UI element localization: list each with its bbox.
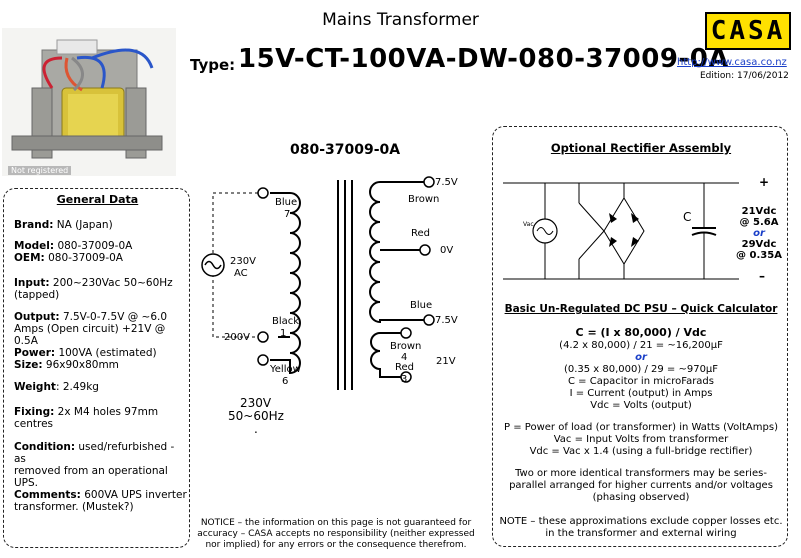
type-value: 15V-CT-100VA-DW-080-37009-0A — [238, 44, 729, 74]
bridge-rectifier-icon — [603, 197, 645, 265]
general-data-panel: General Data Brand: NA (Japan) Model: 08… — [3, 188, 190, 548]
label-black1: Black — [272, 316, 300, 327]
label-bottom-230v: 230V — [240, 396, 272, 410]
transformer-schematic — [201, 176, 435, 390]
series-note-1: Two or more identical transformers may b… — [515, 468, 767, 479]
edition-date: Edition: 17/06/2012 — [700, 71, 789, 81]
terminal-7 — [257, 187, 269, 199]
label-n3: 3 — [401, 374, 408, 385]
formula-main: C = (I x 80,000) / Vdc — [575, 326, 707, 339]
model-row: Model: 080-37009-0A — [14, 240, 133, 252]
terminal-1 — [257, 331, 269, 343]
formula-def-c: C = Capacitor in microFarads — [568, 376, 714, 387]
label-blue: Blue — [410, 300, 433, 311]
calculator-title: Basic Un-Regulated DC PSU – Quick Calcul… — [504, 303, 778, 315]
label-0v: 0V — [440, 245, 454, 256]
input-row: Input: 200~230Vac 50~60Hz(tapped) — [14, 277, 173, 301]
size-row: Size: 96x90x80mm — [14, 359, 119, 371]
label-n7: 7 — [284, 209, 291, 220]
label-bottom-hz: 50~60Hz — [228, 409, 284, 423]
terminal-4 — [400, 327, 412, 339]
label-ac: AC — [234, 268, 248, 279]
series-note-2: parallel arranged for higher currents an… — [509, 480, 773, 491]
terminal-75b — [423, 314, 435, 326]
transformer-photo — [2, 28, 176, 176]
label-75v-bottom: 7.5V — [435, 315, 458, 326]
capacitor-label: C — [683, 210, 692, 224]
terminal-0v — [419, 244, 431, 256]
type-label: Type: — [190, 56, 236, 74]
rectifier-panel: Optional Rectifier Assembly + – Vac C 21… — [492, 126, 788, 547]
vdc-def: Vdc = Vac x 1.4 (using a full-bridge rec… — [529, 446, 753, 457]
label-red: Red — [411, 228, 430, 239]
vac-label: Vac — [523, 221, 534, 228]
formula-def-vdc: Vdc = Volts (output) — [590, 400, 692, 411]
rectifier-schematic — [503, 182, 739, 280]
casa-url-link[interactable]: http://www.casa.co.nz — [677, 57, 787, 68]
formula-or: or — [635, 352, 647, 363]
power-def: P = Power of load (or transformer) in Wa… — [504, 422, 778, 433]
diagram-title: 080-37009-0A — [290, 142, 401, 158]
label-21v: 21V — [436, 356, 456, 367]
weight-row: Weight: 2.49kg — [14, 381, 99, 393]
formula-example-1: (4.2 x 80,000) / 21 = ~16,200µF — [559, 340, 723, 351]
label-200v: 200V — [224, 332, 250, 343]
series-note-3: (phasing observed) — [592, 492, 690, 503]
brand-row: Brand: NA (Japan) — [14, 219, 113, 231]
general-data-title: General Data — [56, 193, 139, 206]
minus-terminal: – — [759, 269, 765, 283]
label-yellow6: Yellow — [270, 364, 301, 375]
label-n6: 6 — [282, 376, 289, 387]
rectifier-outputs: 21Vdc @ 5.6A or 29Vdc @ 0.35A — [736, 206, 782, 261]
rectifier-title: Optional Rectifier Assembly — [550, 141, 732, 155]
label-75v-top: 7.5V — [435, 177, 458, 188]
terminal-3 — [400, 371, 412, 383]
plus-terminal: + — [759, 175, 770, 189]
transformer-photo-graphic — [11, 39, 163, 159]
casa-logo: CASA — [705, 12, 791, 50]
oem-row: OEM: 080-37009-0A — [14, 252, 123, 264]
label-brown: Brown — [408, 194, 440, 205]
label-blue7: Blue — [275, 197, 298, 208]
not-registered-badge: Not registered — [8, 166, 72, 175]
approx-note-2: in the transformer and external wiring — [545, 528, 737, 539]
formula-def-i: I = Current (output) in Amps — [569, 388, 713, 399]
terminal-75a — [423, 176, 435, 188]
disclaimer-notice: NOTICE – the information on this page is… — [197, 518, 475, 550]
label-230v: 230V — [230, 256, 256, 267]
label-dot: . — [254, 422, 258, 436]
formula-example-2: (0.35 x 80,000) / 29 = ~970µF — [563, 364, 719, 375]
logo-text: CASA — [710, 16, 786, 46]
terminal-6 — [257, 354, 269, 366]
label-n1: 1 — [280, 328, 287, 339]
label-brown4: Brown — [390, 341, 422, 352]
label-red3: Red — [395, 362, 414, 373]
page-title: Mains Transformer — [322, 10, 479, 30]
label-n4: 4 — [401, 352, 408, 363]
approx-note-1: NOTE – these approximations exclude copp… — [499, 516, 783, 527]
vac-def: Vac = Input Volts from transformer — [553, 434, 729, 445]
